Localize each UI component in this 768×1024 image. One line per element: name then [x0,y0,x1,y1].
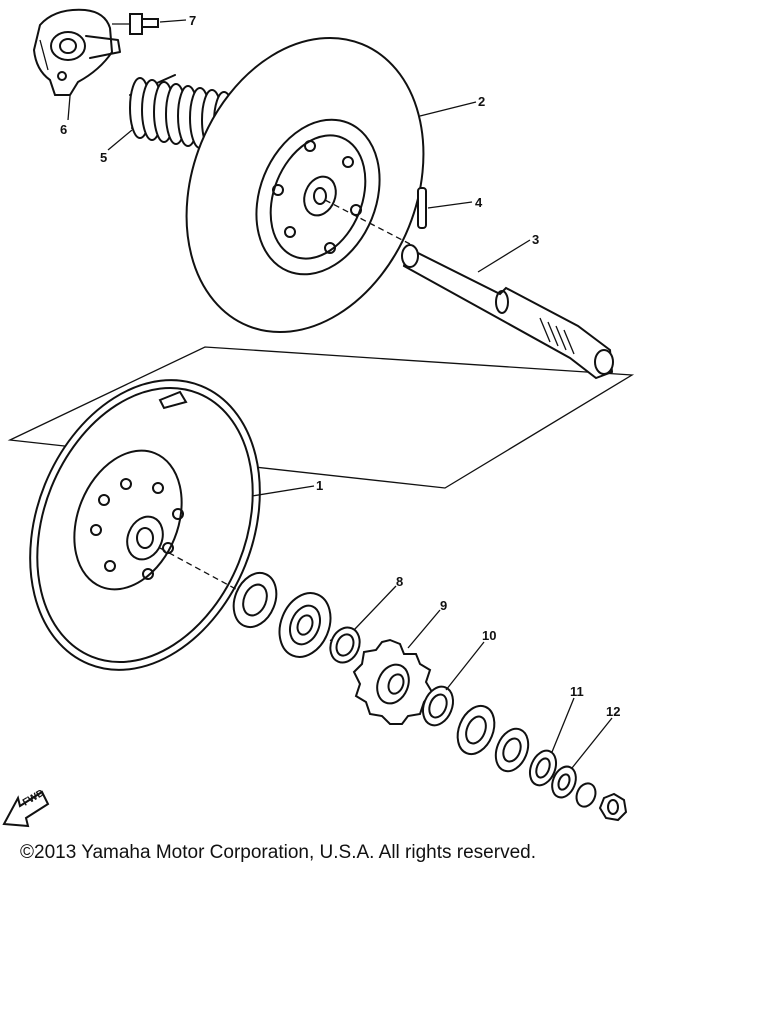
part-10-collar [422,685,454,727]
part-9-sprocket [352,638,434,725]
exploded-parts-diagram: 7 6 5 2 4 3 1 8 9 10 11 12 FWD [2,8,635,828]
part-8-collar [329,626,361,664]
callout-4: 4 [475,195,483,210]
fwd-arrow-icon: FWD [2,788,50,828]
nut [598,792,628,822]
callout-10: 10 [482,628,496,643]
bearing-left [232,571,278,629]
callout-3: 3 [532,232,539,247]
callout-8: 8 [396,574,403,589]
bearing-large [278,592,332,658]
part-12-washer [551,765,577,799]
part-11-ring [528,749,558,787]
callout-2: 2 [478,94,485,109]
callout-9: 9 [440,598,447,613]
part-7-screw [112,13,159,35]
part-3-shaft [324,199,614,380]
part-6-bracket [32,8,121,96]
callout-6: 6 [60,122,67,137]
callout-7: 7 [189,13,196,28]
leader-lines [67,19,613,769]
part-2-upper-sheave [185,36,425,334]
bearing-right [456,704,496,756]
assembly-plane-outline [7,346,635,489]
callout-5: 5 [100,150,107,165]
small-washer [575,782,597,808]
callout-1: 1 [316,478,323,493]
part-4-pin [417,187,427,229]
callout-11: 11 [570,684,584,699]
washer-right [494,727,530,773]
part-1-lower-sheave [29,379,261,671]
callout-12: 12 [606,704,620,719]
copyright-notice: ©2013 Yamaha Motor Corporation, U.S.A. A… [20,842,536,863]
